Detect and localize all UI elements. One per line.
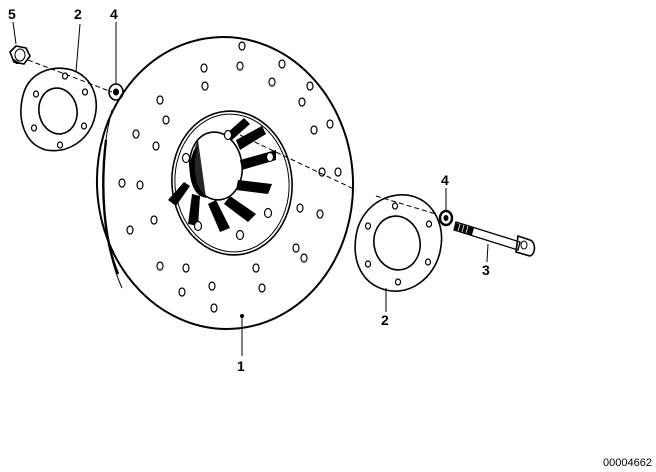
callout-washer-top: 4 xyxy=(110,6,118,22)
callout-nut-top: 5 xyxy=(8,6,16,22)
hub-mounting-holes xyxy=(181,129,275,241)
callout-bolt: 3 xyxy=(482,262,490,278)
nut xyxy=(9,45,31,65)
flange-plate-top xyxy=(20,67,97,152)
brake-disc xyxy=(95,36,355,330)
callout-washer-right: 4 xyxy=(441,172,449,188)
disc-drilled-holes xyxy=(118,41,342,318)
assembly-axis-line xyxy=(27,59,437,215)
callout-flange-top: 2 xyxy=(74,6,82,22)
document-number: 00004662 xyxy=(603,457,652,469)
callout-disc: 1 xyxy=(237,358,245,374)
leader-lines xyxy=(12,21,489,356)
hub-spokes xyxy=(168,118,276,232)
washer-right xyxy=(438,209,454,227)
bolt xyxy=(453,221,536,257)
callout-flange-right: 2 xyxy=(381,312,389,328)
flange-plate-right xyxy=(354,194,443,292)
